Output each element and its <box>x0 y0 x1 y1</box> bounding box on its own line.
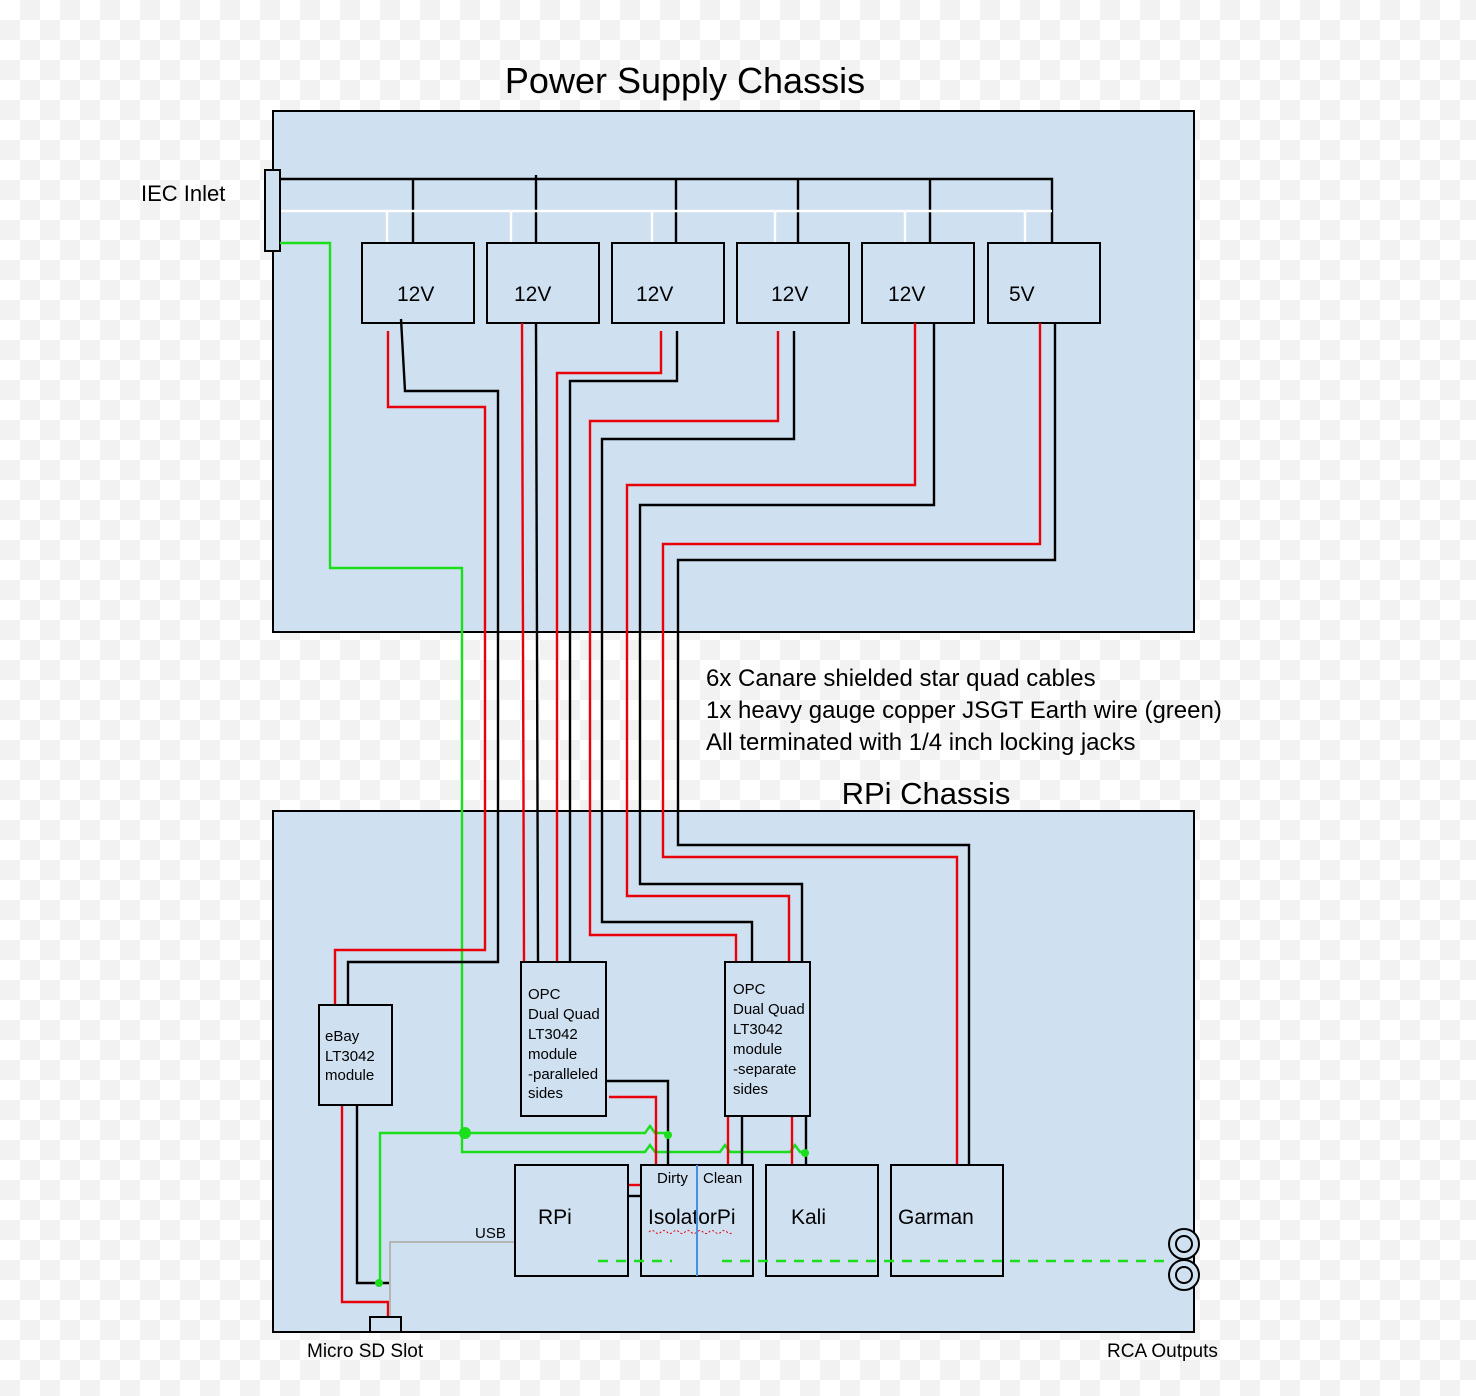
rpi-isolator-link <box>628 1183 641 1198</box>
iec-inlet-label: IEC Inlet <box>141 181 225 206</box>
opc-paralleled-module: OPC Dual Quad LT3042 module -paralleled … <box>520 961 607 1117</box>
cable-psu6-to-garman <box>661 323 1057 1165</box>
cable-note-line: All terminated with 1/4 inch locking jac… <box>706 729 1136 756</box>
isolator-dirty-label: Dirty <box>657 1170 688 1187</box>
module-label-line: -separate <box>733 1061 796 1078</box>
module-label-line: eBay <box>325 1028 360 1045</box>
garman-board: Garman <box>890 1164 1004 1277</box>
power-supply-12v-5: 12V <box>861 242 975 324</box>
mains-bus <box>280 175 1054 243</box>
supply-voltage-label: 12V <box>514 283 551 306</box>
isolator-clean-label: Clean <box>703 1170 742 1187</box>
supply-voltage-label: 12V <box>771 283 808 306</box>
module-label-line: OPC <box>733 981 766 998</box>
kali-label: Kali <box>791 1206 826 1229</box>
power-supply-12v-2: 12V <box>486 242 600 324</box>
rpi-chassis-title: RPi Chassis <box>842 776 1011 811</box>
earth-junction-dots <box>375 1127 809 1287</box>
module-label-line: LT3042 <box>528 1026 578 1043</box>
cable-note-line: 1x heavy gauge copper JSGT Earth wire (g… <box>706 697 1222 724</box>
cable-note: 6x Canare shielded star quad cables 1x h… <box>706 665 1222 756</box>
module-label-line: Dual Quad <box>528 1006 600 1023</box>
kali-board: Kali <box>765 1164 879 1277</box>
opc-separate-module: OPC Dual Quad LT3042 module -separate si… <box>724 961 811 1117</box>
isolatorpi-label: IsolatorPi <box>648 1206 736 1229</box>
garman-label: Garman <box>898 1206 974 1229</box>
power-supply-12v-3: 12V <box>611 242 725 324</box>
rca-jack-icon <box>1168 1259 1200 1291</box>
rca-outputs <box>1168 1228 1200 1291</box>
module-label-line: module <box>325 1067 374 1084</box>
micro-sd-label: Micro SD Slot <box>307 1341 424 1362</box>
power-chassis-title: Power Supply Chassis <box>505 60 865 101</box>
power-supply-5v: 5V <box>987 242 1101 324</box>
module-label-line: module <box>528 1046 577 1063</box>
supply-voltage-label: 12V <box>888 283 925 306</box>
supply-voltage-label: 5V <box>1009 283 1035 306</box>
module-label-line: Dual Quad <box>733 1001 805 1018</box>
power-supply-12v-1: 12V <box>361 242 475 324</box>
usb-wire <box>389 1241 515 1317</box>
supply-voltage-label: 12V <box>636 283 673 306</box>
module-label-line: OPC <box>528 986 561 1003</box>
rca-outputs-label: RCA Outputs <box>1107 1341 1218 1362</box>
isolatorpi-board: Dirty Clean IsolatorPi <box>640 1164 754 1277</box>
ebay-lt3042-module: eBay LT3042 module <box>318 1004 393 1106</box>
cable-psu2-to-opc-paralleled <box>520 322 540 963</box>
module-label-line: sides <box>733 1081 768 1098</box>
module-label-line: module <box>733 1041 782 1058</box>
module-label-line: sides <box>528 1085 563 1102</box>
rca-jack-icon <box>1168 1228 1200 1260</box>
module-label-line: -paralleled <box>528 1066 598 1083</box>
cable-psu3-to-opc-paralleled <box>555 331 679 962</box>
usb-label: USB <box>475 1225 506 1242</box>
cable-psu4-to-opc-separate <box>588 331 796 962</box>
power-supply-12v-4: 12V <box>736 242 850 324</box>
micro-sd-slot <box>369 1316 402 1333</box>
module-label-line: LT3042 <box>325 1048 375 1065</box>
cable-psu1-to-ebay <box>333 318 500 1005</box>
iec-inlet-connector <box>264 169 281 252</box>
rpi-label: RPi <box>538 1206 572 1229</box>
cable-psu5-to-opc-separate <box>625 323 936 962</box>
module-label-line: LT3042 <box>733 1021 783 1038</box>
supply-voltage-label: 12V <box>397 283 434 306</box>
rpi-board: RPi <box>514 1164 629 1277</box>
cable-note-line: 6x Canare shielded star quad cables <box>706 665 1096 692</box>
